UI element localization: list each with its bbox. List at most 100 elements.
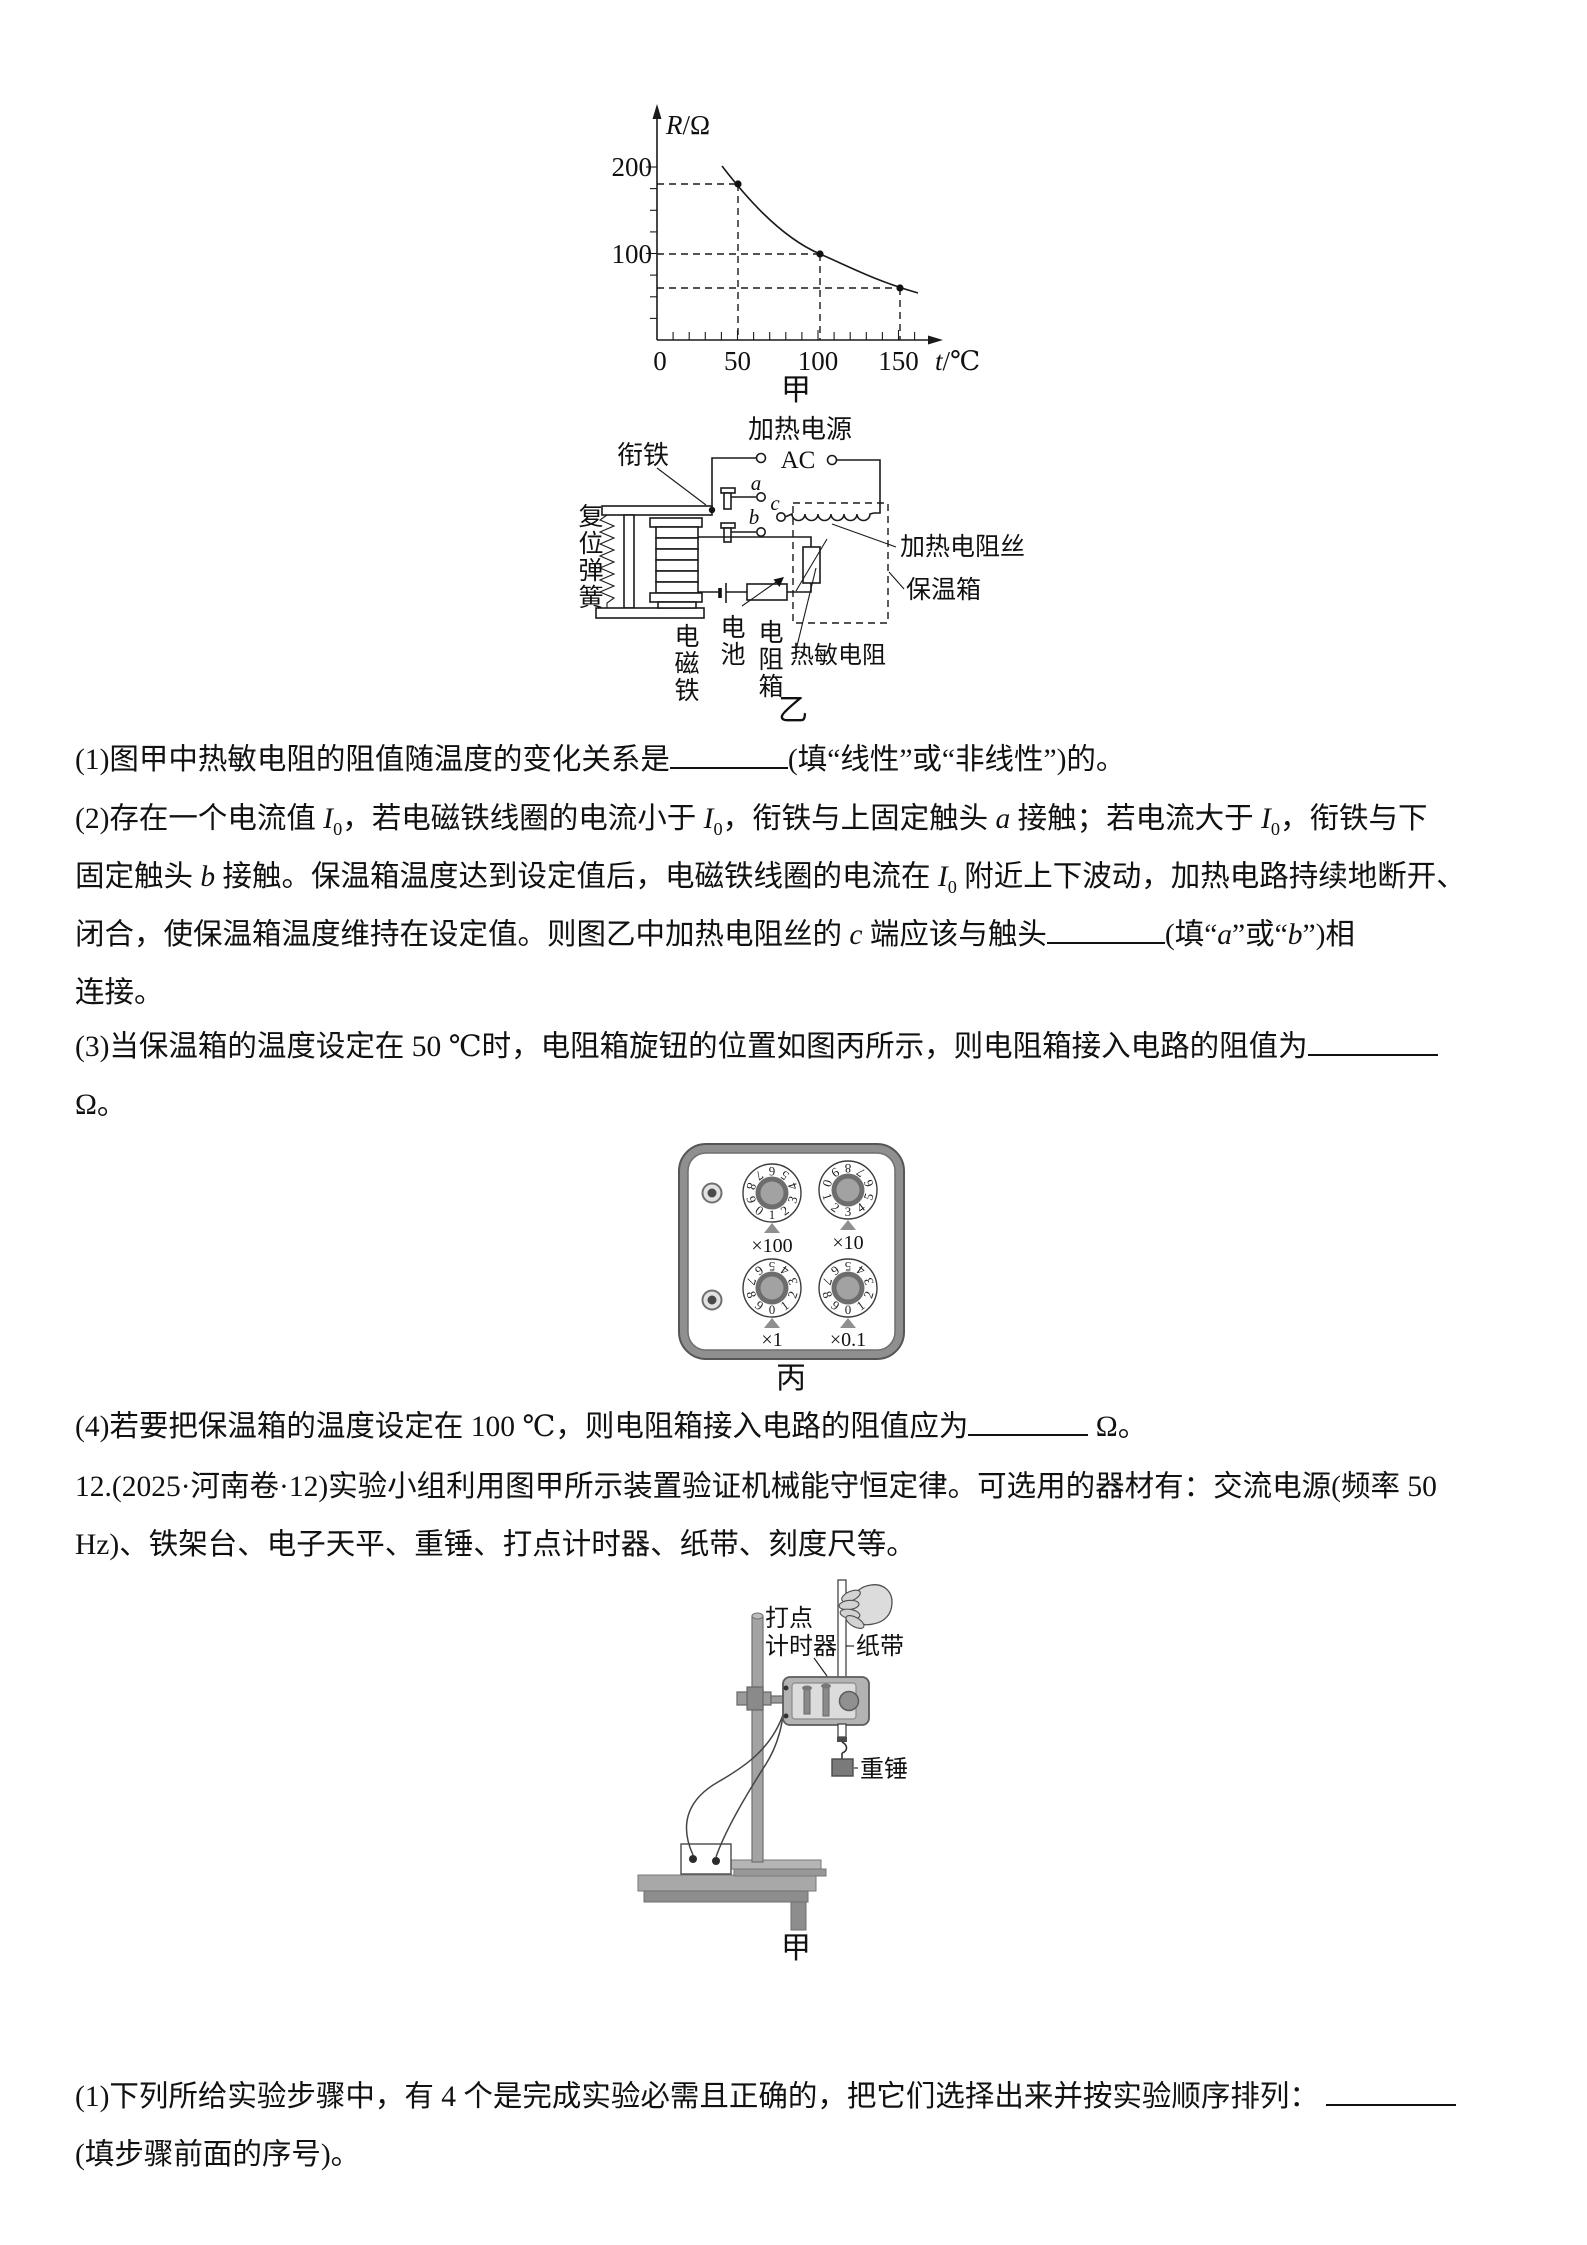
x-tick-100: 100 (798, 346, 839, 376)
tape-guide-2-cap (821, 1683, 831, 1689)
svg-text:8: 8 (845, 1161, 852, 1176)
svg-text:3: 3 (845, 1204, 852, 1219)
question-12-intro: 12.(2025·河南卷·12)实验小组利用图甲所示装置验证机械能守恒定律。可选… (75, 1458, 1512, 1574)
svg-text:8: 8 (743, 1181, 759, 1192)
question-4: (4)若要把保温箱的温度设定在 100 ℃，则电阻箱接入电路的阻值应为 Ω。 (75, 1398, 1512, 1456)
data-point-100 (816, 250, 824, 258)
tape-guide-2 (822, 1685, 830, 1717)
question-line: Hz)、铁架台、电子天平、重锤、打点计时器、纸带、刻度尺等。 (75, 1529, 916, 1561)
question-line: 固定触头 b 接触。保温箱温度达到设定值后，电磁铁线圈的电流在 I0 附近上下波… (75, 861, 1466, 897)
data-point-150 (896, 284, 904, 292)
table-edge (643, 1890, 809, 1903)
wire-coil-to-thermistor (698, 536, 812, 547)
contact-c-label: c (770, 491, 780, 515)
figure-caption-jia2: 甲 (781, 1932, 811, 1965)
tape-guide-1-cap (802, 1685, 812, 1691)
power-terminal-1 (689, 1855, 697, 1863)
x-axis-label: t/℃ (935, 346, 980, 376)
clamp-arm (770, 1695, 785, 1704)
x-tick-50: 50 (724, 346, 751, 376)
svg-text:8: 8 (819, 1289, 835, 1300)
base-plate (595, 607, 705, 619)
figure-experiment-setup: 打点 计时器 纸带 重锤 甲 (637, 1579, 908, 1965)
table-top (637, 1874, 817, 1892)
timer-label-line1: 打点 (765, 1605, 813, 1632)
paper-tape-lower (837, 1723, 847, 1738)
contact-b-label: b (749, 505, 760, 529)
svg-text:2: 2 (860, 1289, 876, 1300)
question-line: 连接。 (75, 977, 164, 1009)
svg-text:7: 7 (819, 1276, 835, 1287)
question-line: 12.(2025·河南卷·12)实验小组利用图甲所示装置验证机械能守恒定律。可选… (75, 1471, 1437, 1503)
multiplier-x1: ×1 (761, 1329, 782, 1351)
power-terminal-2 (712, 1857, 720, 1865)
pointer-x1 (764, 1318, 780, 1328)
question-line: (1)图甲中热敏电阻的阻值随温度的变化关系是(填“线性”或“非线性”)的。 (75, 744, 1126, 776)
svg-text:5: 5 (845, 1259, 852, 1274)
terminal-post-bottom (701, 1289, 723, 1311)
question-line: (2)存在一个电流值 I0，若电磁铁线圈的电流小于 I0，衔铁与上固定触头 a … (75, 803, 1428, 839)
timer-leader (813, 1657, 828, 1677)
timer-terminal-1 (783, 1685, 789, 1691)
battery-symbol (698, 583, 747, 603)
svg-text:4: 4 (784, 1180, 800, 1191)
svg-text:8: 8 (743, 1289, 759, 1300)
multiplier-x100: ×100 (751, 1235, 792, 1257)
ac-terminal-right (826, 454, 838, 466)
question-12-1: (1)下列所给实验步骤中，有 4 个是完成实验必需且正确的，把它们选择出来并按实… (75, 2068, 1512, 2184)
svg-text:1: 1 (819, 1191, 835, 1202)
armature-leader (656, 467, 707, 506)
answer-blank (1326, 2103, 1457, 2106)
y-ticks (646, 166, 657, 319)
thermistor-leader (796, 567, 817, 647)
pointer-x10 (840, 1220, 856, 1230)
x-axis-arrow (928, 335, 943, 345)
weight-label: 重锤 (860, 1756, 908, 1783)
question-2: (2)存在一个电流值 I0，若电磁铁线圈的电流小于 I0，衔铁与上固定触头 a … (75, 790, 1512, 1022)
timer-label-line2: 计时器 (765, 1633, 837, 1660)
battery-label: 电池 (717, 614, 744, 668)
heating-wire-label: 加热电阻丝 (900, 533, 1025, 561)
y-axis-label: R/Ω (665, 110, 710, 140)
answer-blank (1307, 1053, 1438, 1056)
svg-text:6: 6 (860, 1177, 876, 1188)
hand (838, 1584, 893, 1629)
pointer-x0p1 (840, 1318, 856, 1328)
heat-source-label: 加热电源 (748, 415, 852, 444)
multiplier-x10: ×10 (832, 1232, 863, 1254)
x-tick-150: 150 (878, 346, 919, 376)
clamp-boss (746, 1686, 764, 1711)
heating-wire-leader (831, 523, 897, 548)
table-leg (790, 1901, 807, 1931)
question-line: (填步骤前面的序号)。 (75, 2139, 361, 2171)
resistance-box-symbol (741, 577, 788, 607)
figure-caption-yi: 乙 (778, 694, 808, 727)
y-axis-arrow (652, 104, 662, 119)
figure-thermistor-graph: R/Ω 200 100 0 50 100 150 t/℃ 甲 (612, 104, 980, 407)
heating-wire-coil (784, 512, 875, 522)
svg-text:6: 6 (768, 1164, 775, 1179)
electromagnet-coil (649, 517, 703, 609)
res-box-label: 电阻箱 (755, 619, 782, 700)
data-point-50 (734, 180, 742, 188)
question-1: (1)图甲中热敏电阻的阻值随温度的变化关系是(填“线性”或“非线性”)的。 (75, 731, 1512, 789)
stand-rod (751, 1615, 764, 1863)
answer-blank (1046, 941, 1165, 944)
question-line: 闭合，使保温箱温度维持在设定值。则图乙中加热电阻丝的 c 端应该与触头(填“a”… (75, 919, 1355, 951)
pointer-x100 (764, 1223, 780, 1233)
wire-to-ac (711, 457, 756, 510)
question-line: (1)下列所给实验步骤中，有 4 个是完成实验必需且正确的，把它们选择出来并按实… (75, 2068, 1512, 2126)
hook (841, 1741, 848, 1754)
wire-thermistor-bottom (787, 583, 812, 593)
svg-text:5: 5 (769, 1259, 776, 1274)
resistance-curve (721, 165, 919, 294)
thermal-box-leader (888, 571, 905, 590)
tape-guide-1 (803, 1687, 811, 1715)
reset-spring-label: 复位弹簧 (575, 503, 602, 611)
rod-cap (751, 1612, 764, 1620)
